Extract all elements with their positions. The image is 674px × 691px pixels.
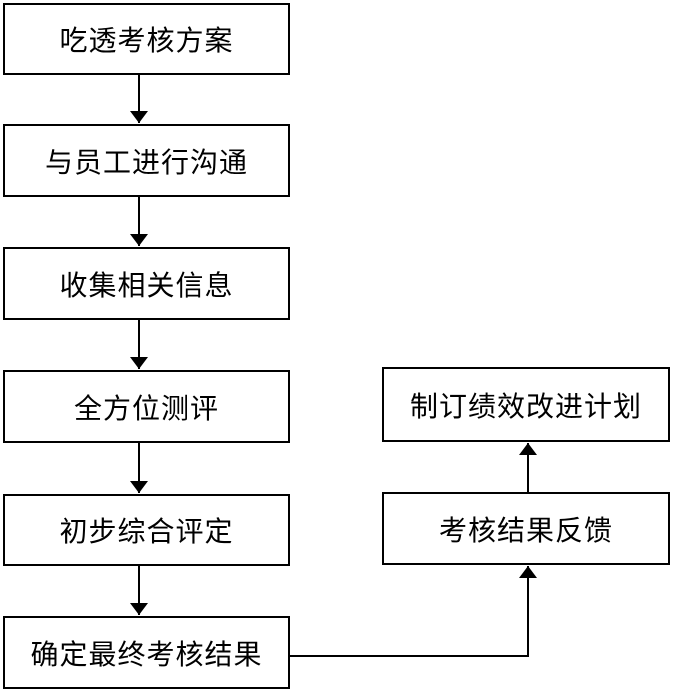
step-label: 收集相关信息 [59, 268, 234, 302]
step-all-round-evaluation: 全方位测评 [3, 370, 290, 443]
step-final-result: 确定最终考核结果 [3, 616, 290, 689]
step-label: 考核结果反馈 [438, 513, 613, 547]
step-label: 制订绩效改进计划 [409, 389, 642, 423]
step-communicate-with-employees: 与员工进行沟通 [3, 124, 290, 197]
step-label: 与员工进行沟通 [44, 145, 248, 179]
arrow-step6-to-step7 [290, 566, 537, 657]
step-digest-assessment-plan: 吃透考核方案 [3, 3, 290, 75]
step-result-feedback: 考核结果反馈 [382, 492, 670, 565]
step-label: 确定最终考核结果 [30, 637, 263, 671]
step-collect-information: 收集相关信息 [3, 247, 290, 320]
step-label: 初步综合评定 [59, 515, 234, 548]
step-preliminary-assessment: 初步综合评定 [3, 494, 290, 566]
step-improvement-plan: 制订绩效改进计划 [382, 367, 670, 442]
step-label: 全方位测评 [73, 391, 219, 425]
step-label: 吃透考核方案 [59, 24, 234, 57]
